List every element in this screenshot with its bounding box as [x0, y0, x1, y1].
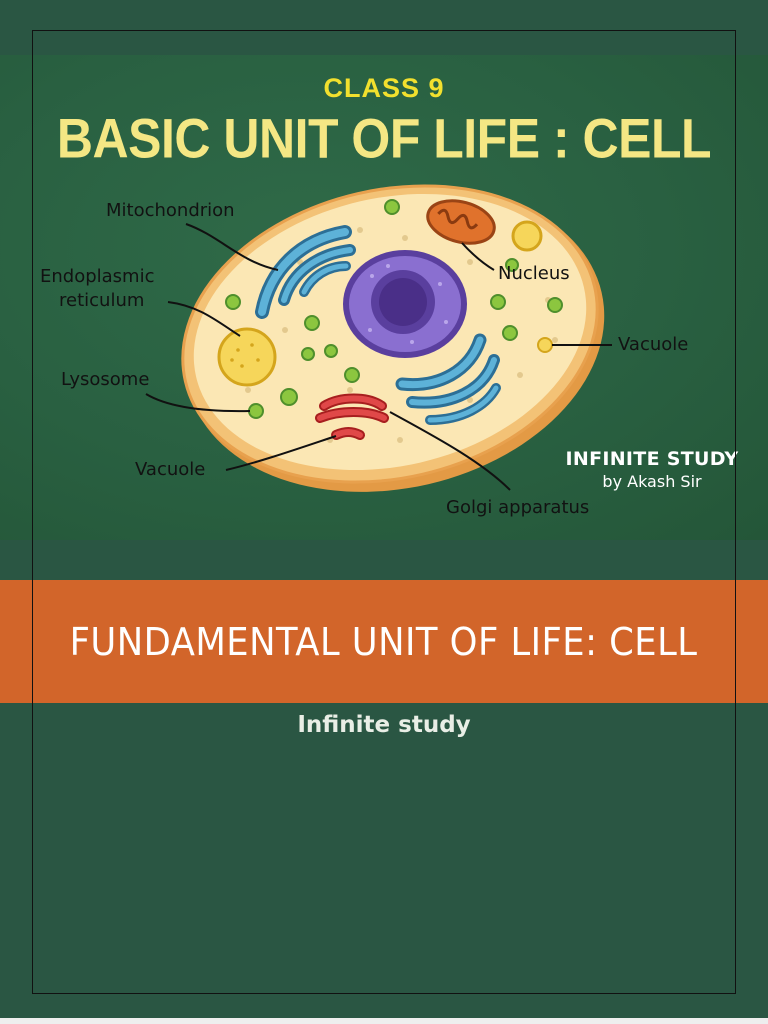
top-strip — [0, 0, 768, 55]
leader-mitochondrion — [185, 223, 279, 271]
brand-block: INFINITE STUDY by Akash Sir — [552, 448, 752, 491]
golgi-apparatus — [315, 393, 389, 440]
banner-title: FUNDAMENTAL UNIT OF LIFE: CELL — [70, 619, 698, 664]
label-golgi: Golgi apparatus — [446, 497, 589, 518]
brand-name: INFINITE STUDY — [565, 448, 739, 470]
endoplasmic-reticulum — [255, 225, 356, 319]
label-er-line2: reticulum — [59, 290, 144, 311]
label-lysosome: Lysosome — [61, 369, 149, 390]
brand-author: by Akash Sir — [602, 472, 702, 491]
lysosome — [248, 403, 264, 419]
vacuole-small — [537, 337, 553, 353]
label-vacuole-right: Vacuole — [618, 334, 688, 355]
label-er-line1: Endoplasmic — [40, 266, 155, 287]
leader-vacuole-left — [225, 435, 337, 471]
subtitle: Infinite study — [297, 712, 471, 738]
endoplasmic-reticulum-right — [395, 333, 501, 425]
large-vacuole — [217, 327, 277, 387]
cover-title: BASIC UNIT OF LIFE : CELL — [56, 107, 712, 170]
ribosome-vesicles — [225, 199, 563, 406]
leader-er — [167, 301, 241, 337]
leader-lines — [145, 223, 612, 491]
animal-cell-diagram: Mitochondrion Endoplasmic reticulum Lyso… — [40, 184, 688, 518]
label-vacuole-left: Vacuole — [135, 459, 205, 480]
leader-nucleus — [461, 242, 495, 271]
leader-lysosome — [145, 393, 251, 413]
nucleus — [343, 250, 467, 358]
mitochondrion — [426, 199, 496, 245]
title-banner: FUNDAMENTAL UNIT OF LIFE: CELL — [0, 580, 768, 703]
leader-golgi — [389, 411, 511, 491]
label-nucleus: Nucleus — [498, 263, 570, 284]
page-bottom-edge — [0, 1018, 768, 1024]
label-mitochondrion: Mitochondrion — [106, 200, 235, 221]
vesicle — [511, 220, 543, 252]
class-label: CLASS 9 — [323, 73, 445, 103]
